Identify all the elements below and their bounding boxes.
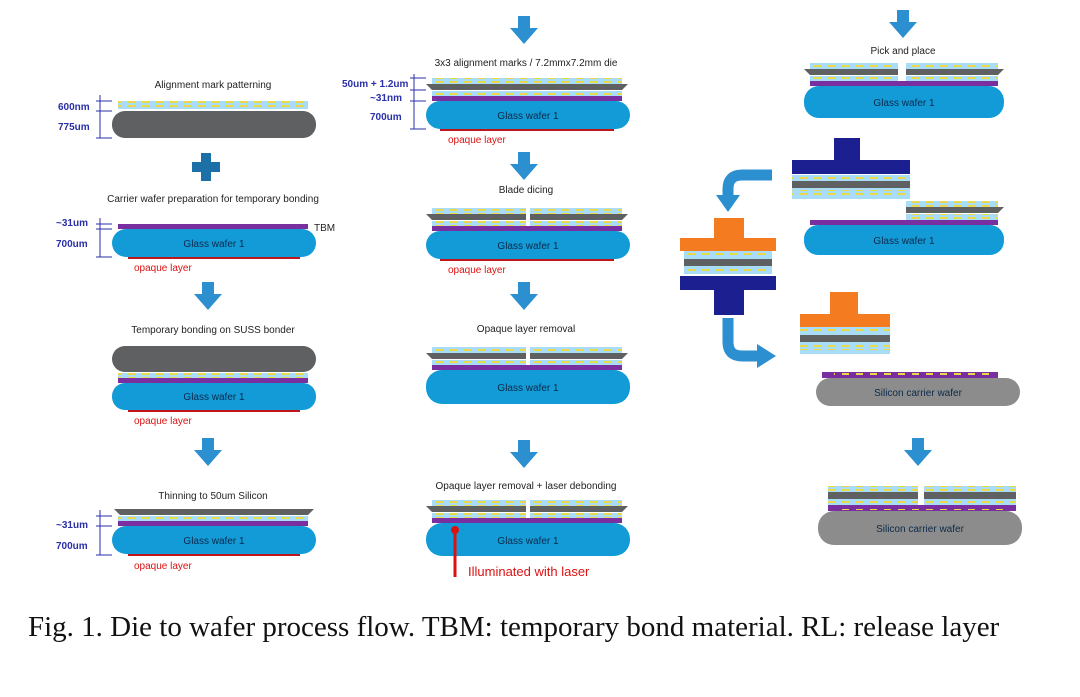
pick-tool-dark [792, 138, 910, 199]
down-arrow-icon [194, 438, 222, 466]
down-arrow-icon [904, 438, 932, 466]
down-arrow-icon [889, 10, 917, 38]
curved-arrow-icon [716, 169, 772, 212]
process-flow-diagram: Alignment mark patterning 600nm 775um Ca… [56, 10, 1022, 579]
col2-step3-title: Opaque layer removal [477, 324, 575, 335]
plus-icon [192, 153, 220, 181]
col2-step2-title: Blade dicing [499, 185, 553, 196]
col2-step2-wafer-label: Glass wafer 1 [497, 241, 559, 252]
down-arrow-icon [510, 282, 538, 310]
down-arrow-icon [510, 440, 538, 468]
dim-700um: 700um [56, 239, 88, 250]
col1-step4-wafer-label: Glass wafer 1 [183, 536, 245, 547]
col1-step4-dimensions: ~31um 700um [56, 510, 112, 556]
dim-700um: 700um [56, 541, 88, 552]
col3-step4-stack: Silicon carrier wafer [818, 486, 1022, 545]
col2-step2-stack: Glass wafer 1 opaque layer [426, 208, 630, 276]
col1-step4-stack: Glass wafer 1 opaque layer [112, 509, 316, 572]
col3-step4-wafer-label: Silicon carrier wafer [876, 524, 964, 535]
col1-step1-dimensions: 600nm 775um [58, 95, 112, 139]
col1-step1-title: Alignment mark patterning [155, 80, 272, 91]
dim-31um: ~31um [56, 520, 88, 531]
tbm-label: TBM [314, 223, 335, 234]
col1-step2-title: Carrier wafer preparation for temporary … [107, 194, 319, 205]
down-arrow-icon [510, 152, 538, 180]
col1-step3-opaque-label: opaque layer [134, 416, 192, 427]
col2-step4-wafer-label: Glass wafer 1 [497, 536, 559, 547]
col3-step2-stack: Glass wafer 1 [804, 201, 1004, 255]
col3-step2-wafer-label: Glass wafer 1 [873, 236, 935, 247]
col2-step3-stack: Glass wafer 1 [426, 347, 630, 404]
col2-step3-wafer-label: Glass wafer 1 [497, 383, 559, 394]
col1-step4-title: Thinning to 50um Silicon [158, 491, 268, 502]
col2-step1-dimensions: 50um + 1.2um ~31nm 700um [342, 74, 426, 130]
col1-step4-opaque-label: opaque layer [134, 561, 192, 572]
dim-50um-1-2um: 50um + 1.2um [342, 79, 409, 90]
col1-step2-wafer-label: Glass wafer 1 [183, 239, 245, 250]
col3-step1-wafer-label: Glass wafer 1 [873, 98, 935, 109]
col3-step1-stack: Glass wafer 1 [804, 63, 1004, 118]
figure-caption: Fig. 1. Die to wafer process flow. TBM: … [28, 611, 1000, 643]
col2-step1-stack: Glass wafer 1 opaque layer [426, 78, 630, 146]
col2-step4-title: Opaque layer removal + laser debonding [436, 481, 617, 492]
col3-step3-wafer-label: Silicon carrier wafer [874, 388, 962, 399]
laser-label: Illuminated with laser [468, 564, 590, 579]
col2-step2-opaque-label: opaque layer [448, 265, 506, 276]
dim-600nm: 600nm [58, 102, 90, 113]
col2-step1-opaque-label: opaque layer [448, 135, 506, 146]
col1-step2-stack: Glass wafer 1 opaque layer TBM [112, 223, 335, 274]
col2-step1-wafer-label: Glass wafer 1 [497, 111, 559, 122]
col1-step2-dimensions: ~31um 700um [56, 218, 112, 258]
col1-step2-opaque-label: opaque layer [134, 263, 192, 274]
place-tool-orange [800, 292, 890, 354]
dim-775um: 775um [58, 122, 90, 133]
dim-700um: 700um [370, 112, 402, 123]
flip-tool [680, 218, 776, 315]
down-arrow-icon [510, 16, 538, 44]
curved-arrow-icon [722, 318, 776, 368]
col1-step3-title: Temporary bonding on SUSS bonder [131, 325, 295, 336]
col1-step3-stack: Glass wafer 1 opaque layer [112, 346, 316, 427]
col3-step1-title: Pick and place [870, 46, 935, 57]
dim-31um: ~31um [56, 218, 88, 229]
down-arrow-icon [194, 282, 222, 310]
col1-step1-stack [112, 101, 316, 138]
laser-pointer-icon [451, 526, 459, 577]
col3-step3-stack: Silicon carrier wafer [816, 372, 1020, 406]
col2-step1-title: 3x3 alignment marks / 7.2mmx7.2mm die [435, 58, 618, 69]
col2-step4-stack: Glass wafer 1 [426, 500, 630, 556]
col1-step3-wafer-label: Glass wafer 1 [183, 392, 245, 403]
dim-31nm: ~31nm [370, 93, 402, 104]
